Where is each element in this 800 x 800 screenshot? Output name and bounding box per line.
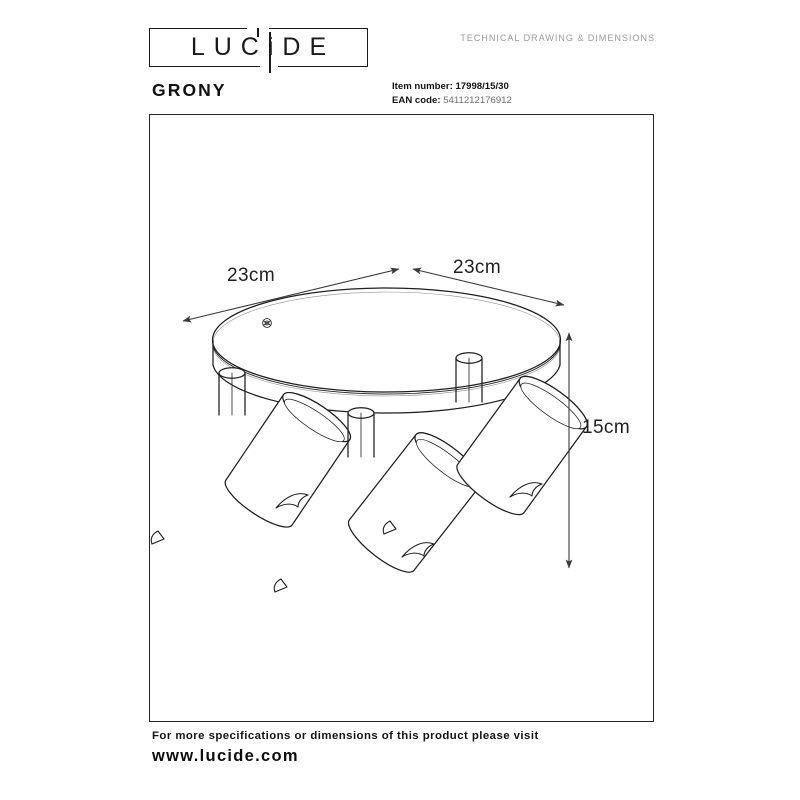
- page-header: LUCiDE TECHNICAL DRAWING & DIMENSIONS GR…: [149, 22, 655, 107]
- ean-code-value: 5411212176912: [443, 94, 512, 106]
- spot-left-stem: [218, 367, 246, 416]
- ean-code-row: EAN code: 5411212176912: [392, 94, 512, 108]
- page-footer: For more specifications or dimensions of…: [152, 730, 652, 766]
- footer-specifications-text: For more specifications or dimensions of…: [152, 730, 539, 742]
- spot-left: [150, 367, 352, 545]
- item-number-value: 17998/15/30: [455, 81, 509, 92]
- item-number-row: Item number: 17998/15/30: [392, 80, 512, 94]
- logo-tick-mark: [257, 28, 259, 37]
- product-codes: Item number: 17998/15/30 EAN code: 54112…: [392, 80, 512, 107]
- drawing-frame: 23cm 23cm 15cm: [149, 114, 654, 722]
- dimension-diameter-left: 23cm: [182, 265, 400, 323]
- logo-wordmark: LUCiDE: [190, 33, 336, 61]
- item-number-label: Item number:: [392, 81, 453, 92]
- ean-code-label: EAN code:: [392, 94, 441, 106]
- spot-center-stem: [347, 407, 375, 458]
- dimension-height: 15cm: [565, 332, 630, 569]
- footer-website-url[interactable]: www.lucide.com: [152, 747, 299, 765]
- spot-right-head: [456, 375, 588, 516]
- product-name: GRONY: [152, 80, 227, 100]
- dimension-label-diameter-left: 23cm: [227, 265, 275, 286]
- lucide-logo: LUCiDE: [149, 25, 368, 73]
- dimension-label-height: 15cm: [582, 417, 630, 438]
- spot-right-stem: [455, 352, 483, 403]
- technical-drawing-label: TECHNICAL DRAWING & DIMENSIONS: [460, 33, 655, 43]
- logo-divider: [269, 32, 271, 73]
- dimension-diameter-right: 23cm: [412, 257, 565, 307]
- mounting-screw: [262, 318, 272, 328]
- spot-left-head: [224, 392, 352, 528]
- spot-center-head: [347, 432, 483, 573]
- dimension-label-diameter-right: 23cm: [453, 257, 501, 278]
- product-technical-drawing: 23cm 23cm 15cm: [150, 257, 630, 593]
